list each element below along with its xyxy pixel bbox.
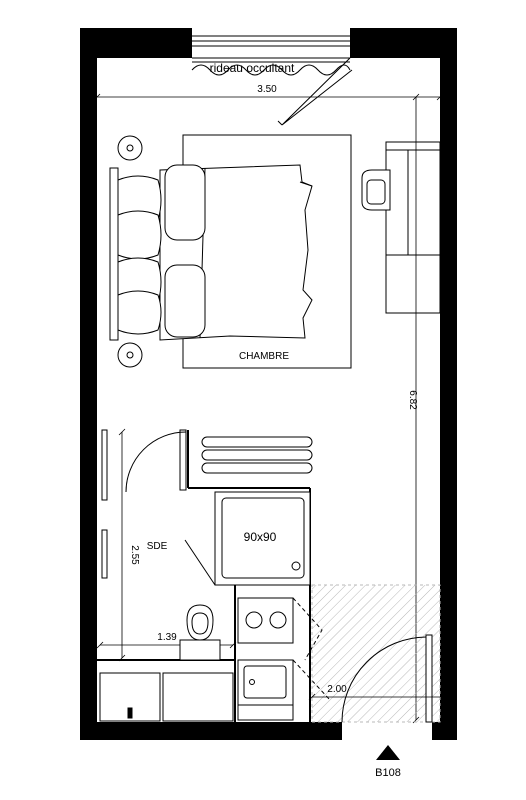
wall-bottom-right — [432, 722, 457, 740]
sink-cabinet — [99, 672, 234, 722]
bathroom-door — [125, 429, 187, 493]
lamp-bottom-icon — [117, 342, 143, 368]
towel-rail — [201, 436, 313, 474]
headboard — [109, 167, 119, 341]
entry-door — [341, 634, 433, 723]
unit-number: B108 — [375, 767, 401, 779]
dimension-bath-width-label: 1.39 — [157, 632, 177, 643]
cushion-2 — [113, 210, 162, 260]
shower — [184, 491, 311, 586]
bedside-lamps — [117, 135, 143, 368]
window — [191, 35, 353, 126]
toilet — [179, 604, 221, 661]
wall-right — [440, 28, 457, 740]
bed — [109, 164, 313, 341]
bathroom-label: SDE — [147, 541, 168, 552]
dimension-room-width — [93, 93, 444, 101]
wall-left — [80, 28, 97, 740]
dimension-room-length-label: 6.82 — [407, 390, 418, 410]
walls — [80, 28, 457, 740]
dimension-entry-width-label: 2.00 — [327, 684, 347, 695]
desk — [385, 141, 441, 314]
kitchenette — [237, 597, 331, 721]
room-label: CHAMBRE — [239, 351, 289, 362]
hob-burner-left-icon — [245, 611, 263, 629]
left-fixtures — [101, 429, 108, 579]
pillow-top — [164, 164, 206, 241]
chair — [361, 169, 391, 211]
lamp-top-icon — [117, 135, 143, 161]
hob-burner-right-icon — [269, 611, 287, 629]
cushion-4 — [113, 290, 162, 335]
dimension-entry-width — [308, 693, 440, 701]
shower-size: 90x90 — [244, 530, 277, 544]
dimension-bath-height-label: 2.55 — [129, 545, 140, 565]
wall-bottom-left — [80, 722, 342, 740]
window-sash — [281, 57, 353, 126]
pillow-bottom — [164, 264, 206, 338]
entry-arrow-icon — [376, 745, 400, 760]
wall-top-left — [80, 28, 192, 58]
wall-top-right — [350, 28, 457, 58]
curtain-label: rideau occultant — [210, 61, 295, 75]
dimension-room-width-label: 3.50 — [257, 84, 277, 95]
dimension-bath-height — [118, 428, 126, 662]
curtain-wave — [191, 64, 351, 76]
